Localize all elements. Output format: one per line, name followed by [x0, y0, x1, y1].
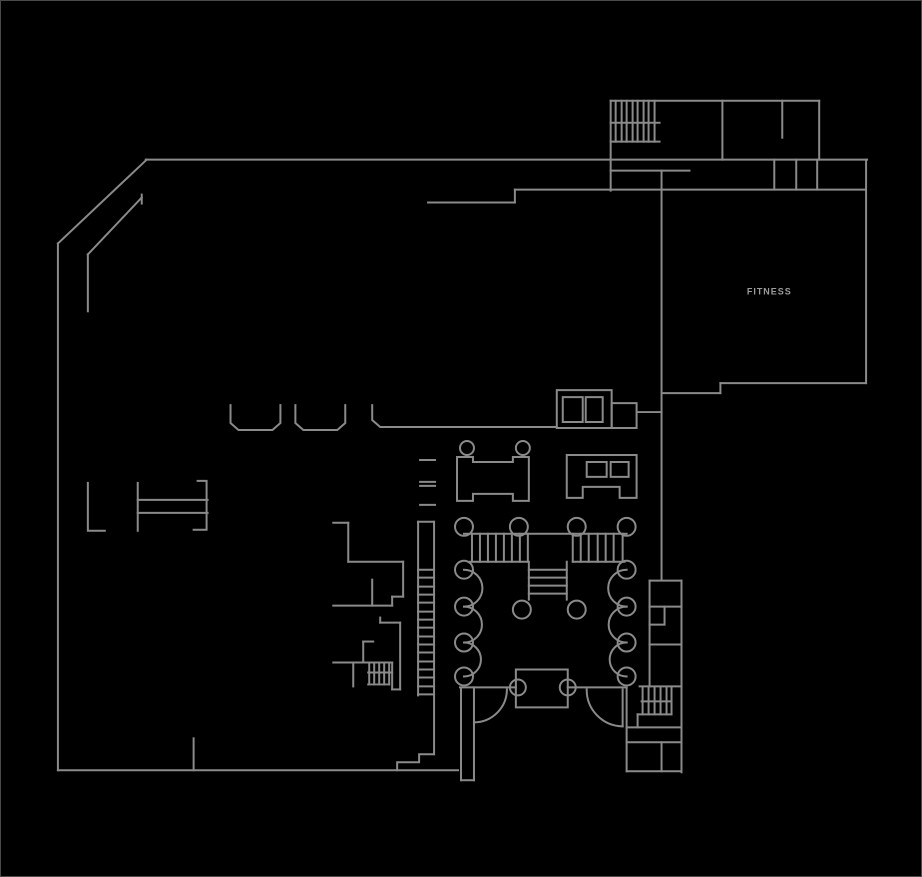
- colonnade-court-column: [616, 516, 637, 537]
- furniture-path: [609, 460, 630, 478]
- furniture-column: [514, 439, 531, 456]
- door-recess-wall: [229, 404, 558, 432]
- outer-walls-line: [56, 158, 149, 245]
- central-stair-column: [511, 599, 532, 620]
- colonnade-court-column: [454, 632, 474, 653]
- furniture: [86, 389, 638, 532]
- upper-stair-block: [609, 99, 821, 192]
- central-stair-column: [566, 599, 587, 620]
- door-recess-wall-path: [229, 404, 282, 432]
- furniture-path: [86, 481, 106, 532]
- furniture-path: [565, 453, 638, 499]
- long-stair: [396, 520, 436, 772]
- colonnade-court-path: [608, 641, 628, 678]
- door-recess-wall-path: [294, 404, 347, 432]
- colonnade-court-path: [607, 605, 628, 644]
- entrance-doors-path: [585, 688, 624, 728]
- interior-walls: [427, 169, 868, 581]
- fitness-room-label: FITNESS: [747, 286, 792, 296]
- elevator-core: [625, 579, 683, 774]
- furniture-path: [584, 396, 604, 424]
- colonnade-court-path: [607, 568, 628, 608]
- colonnade-court-column: [454, 516, 474, 537]
- furniture-path: [561, 396, 584, 424]
- furniture-path: [456, 455, 530, 502]
- entrance-walls: [459, 686, 628, 782]
- colonnade-court-column: [454, 559, 474, 580]
- service-walls-west: [332, 521, 405, 691]
- furniture-column: [459, 439, 475, 456]
- outer-walls-line: [86, 196, 144, 256]
- furniture-path: [585, 460, 608, 478]
- colonnade-court-column: [616, 632, 637, 653]
- furniture-path: [610, 402, 638, 430]
- colonnade-court-path: [462, 605, 483, 644]
- colonnade-court-column: [616, 596, 637, 617]
- central-stair: [511, 560, 587, 620]
- colonnade-court-column: [566, 516, 587, 537]
- colonnade-court-column: [454, 666, 474, 687]
- colonnade-court-column: [616, 559, 637, 580]
- outer-walls: [56, 158, 869, 772]
- colonnade-court: [454, 516, 637, 687]
- small-stair: [367, 661, 394, 686]
- entrance-vestibule: [508, 668, 577, 709]
- colonnade-court-column: [508, 516, 529, 537]
- entrance-doors: [472, 688, 624, 728]
- colonnade-court-path: [462, 568, 484, 608]
- entrance-doors-path: [472, 688, 508, 724]
- furniture-path: [192, 479, 208, 531]
- colonnade-court-column: [616, 666, 637, 687]
- colonnade-court-path: [462, 641, 482, 678]
- colonnade-court-column: [454, 596, 474, 617]
- door-recess-wall-path: [371, 404, 558, 429]
- long-stair-path: [396, 753, 436, 772]
